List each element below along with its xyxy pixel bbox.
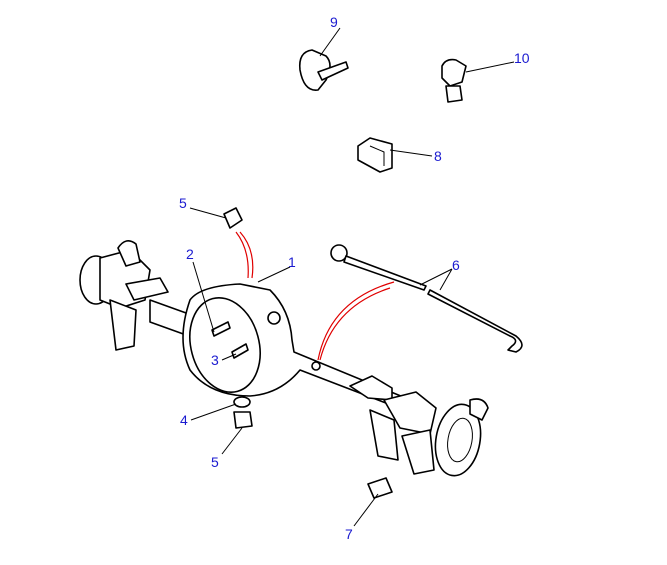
fitting-arrow <box>239 231 254 279</box>
callout-1[interactable]: 1 <box>288 254 296 270</box>
part-6-breather-pipe[interactable] <box>330 244 523 353</box>
fitting-arrow <box>235 231 249 279</box>
callout-6[interactable]: 6 <box>452 257 460 273</box>
callout-10[interactable]: 10 <box>514 50 530 66</box>
callout-8[interactable]: 8 <box>434 148 442 164</box>
part-4-washer[interactable] <box>233 396 251 408</box>
callout-5-top[interactable]: 5 <box>179 195 187 211</box>
part-7-bush[interactable] <box>367 477 393 499</box>
callout-2[interactable]: 2 <box>186 246 194 262</box>
callout-4[interactable]: 4 <box>180 412 188 428</box>
part-2-stud[interactable] <box>211 321 231 337</box>
part-9-cable-tie[interactable] <box>298 49 349 91</box>
fitting-arrow <box>317 281 395 361</box>
part-1-axle-casing[interactable] <box>79 240 489 479</box>
part-5-plug-bottom[interactable] <box>233 411 253 429</box>
leader-lines <box>189 27 515 527</box>
part-10-clip[interactable] <box>441 58 467 103</box>
part-8-bracket[interactable] <box>357 137 393 173</box>
callout-7[interactable]: 7 <box>345 526 353 542</box>
part-5-breather-top[interactable] <box>223 207 243 229</box>
callout-3[interactable]: 3 <box>211 352 219 368</box>
callout-5-bottom[interactable]: 5 <box>211 454 219 470</box>
fitting-arrow <box>319 287 391 361</box>
callout-9[interactable]: 9 <box>330 14 338 30</box>
